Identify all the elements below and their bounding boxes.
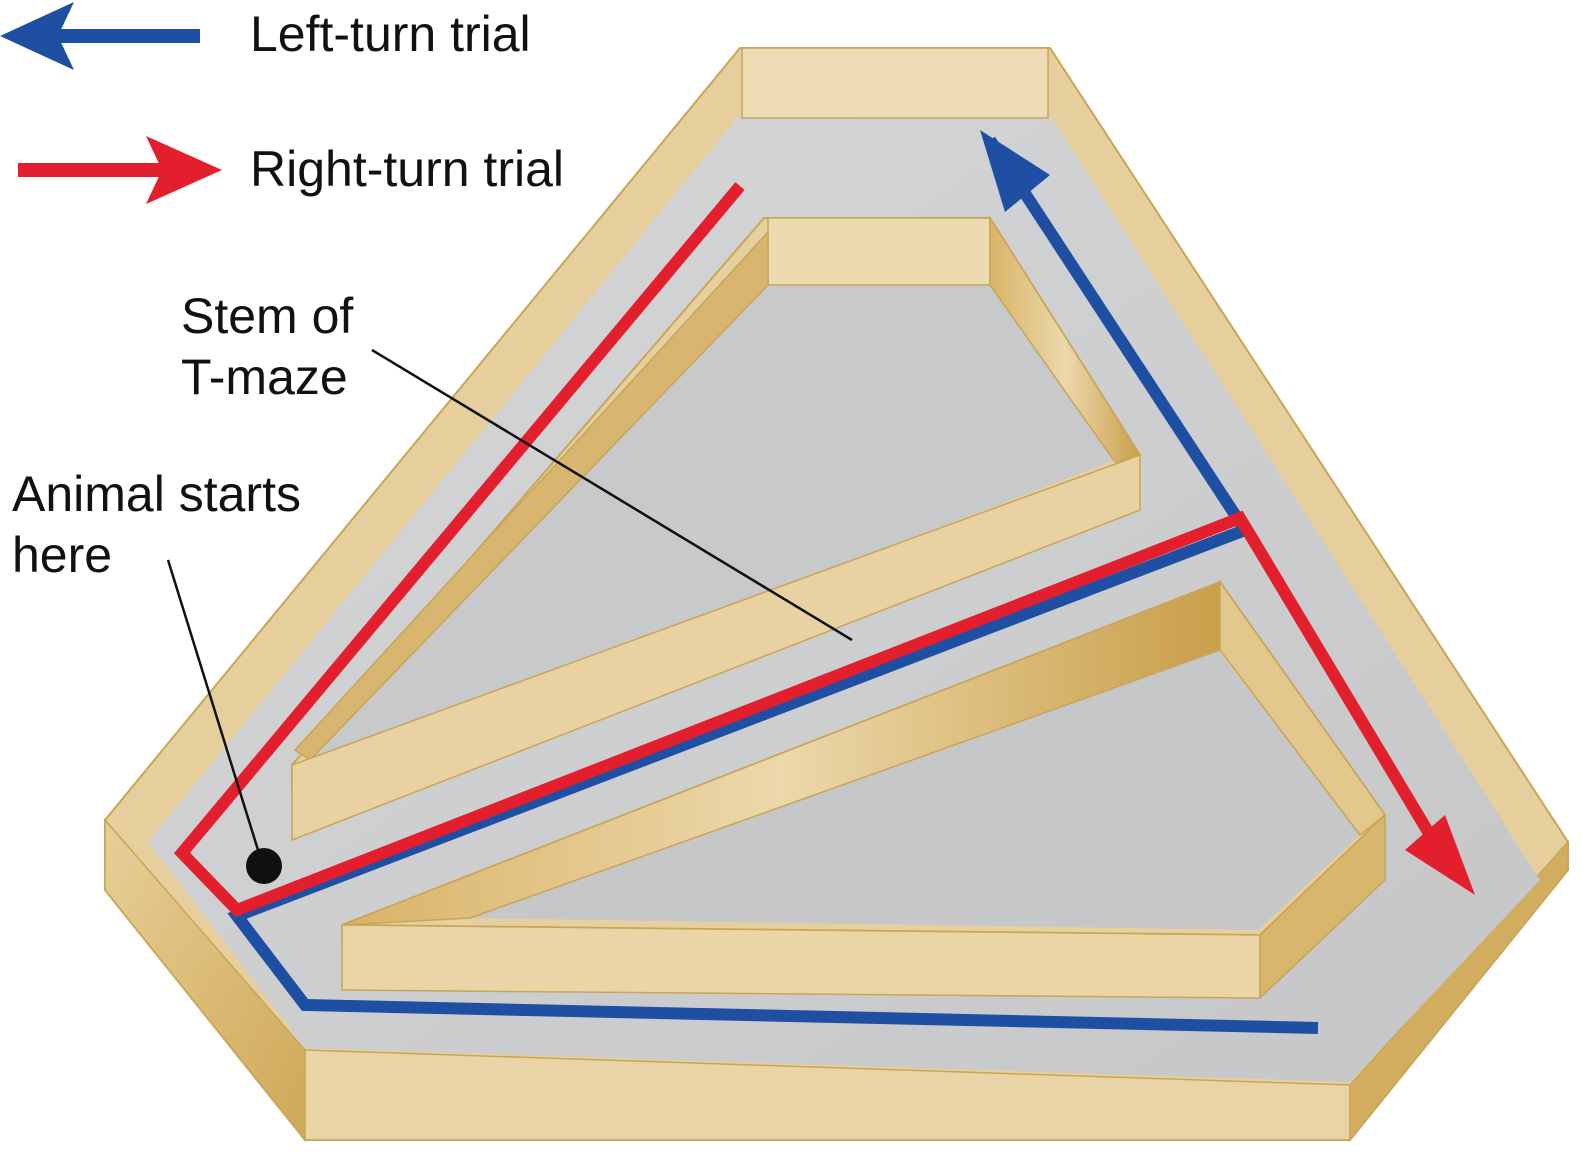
right-turn-path-arrowhead <box>1405 815 1475 895</box>
start-leader-line <box>166 559 260 851</box>
upper-inner-wall-right-face <box>989 215 1142 463</box>
legend-right-arrow-icon <box>18 136 222 204</box>
start-callout-line2: here <box>12 527 113 583</box>
upper-inner-wall-left-face <box>293 230 769 761</box>
maze-back-wall-inner <box>741 47 1049 119</box>
upper-inner-wall-front-face <box>291 453 1141 842</box>
stem-callout-line1: Stem of <box>181 288 354 344</box>
lower-inner-wall-floor <box>470 650 1360 930</box>
legend-left-turn-label: Left-turn trial <box>250 6 531 62</box>
start-callout-line1: Animal starts <box>12 466 301 522</box>
right-turn-path <box>173 182 1451 918</box>
lower-inner-wall-front-right-face <box>1259 813 1386 1000</box>
start-callout: Animal starts here <box>12 464 301 586</box>
upper-inner-wall-back <box>767 217 991 286</box>
stem-callout: Stem of T-maze <box>181 286 353 408</box>
lower-inner-wall-front-face <box>341 924 1261 999</box>
left-turn-path-arrowhead <box>980 130 1050 212</box>
legend-left-arrow-icon <box>0 2 200 70</box>
stem-leader-line <box>371 348 853 642</box>
lower-inner-wall-right-face <box>1219 579 1387 837</box>
upper-inner-wall-floor <box>310 285 1115 770</box>
start-position-marker <box>246 848 282 884</box>
legend-right-turn-label: Right-turn trial <box>250 141 564 197</box>
stem-callout-line2: T-maze <box>181 349 348 405</box>
